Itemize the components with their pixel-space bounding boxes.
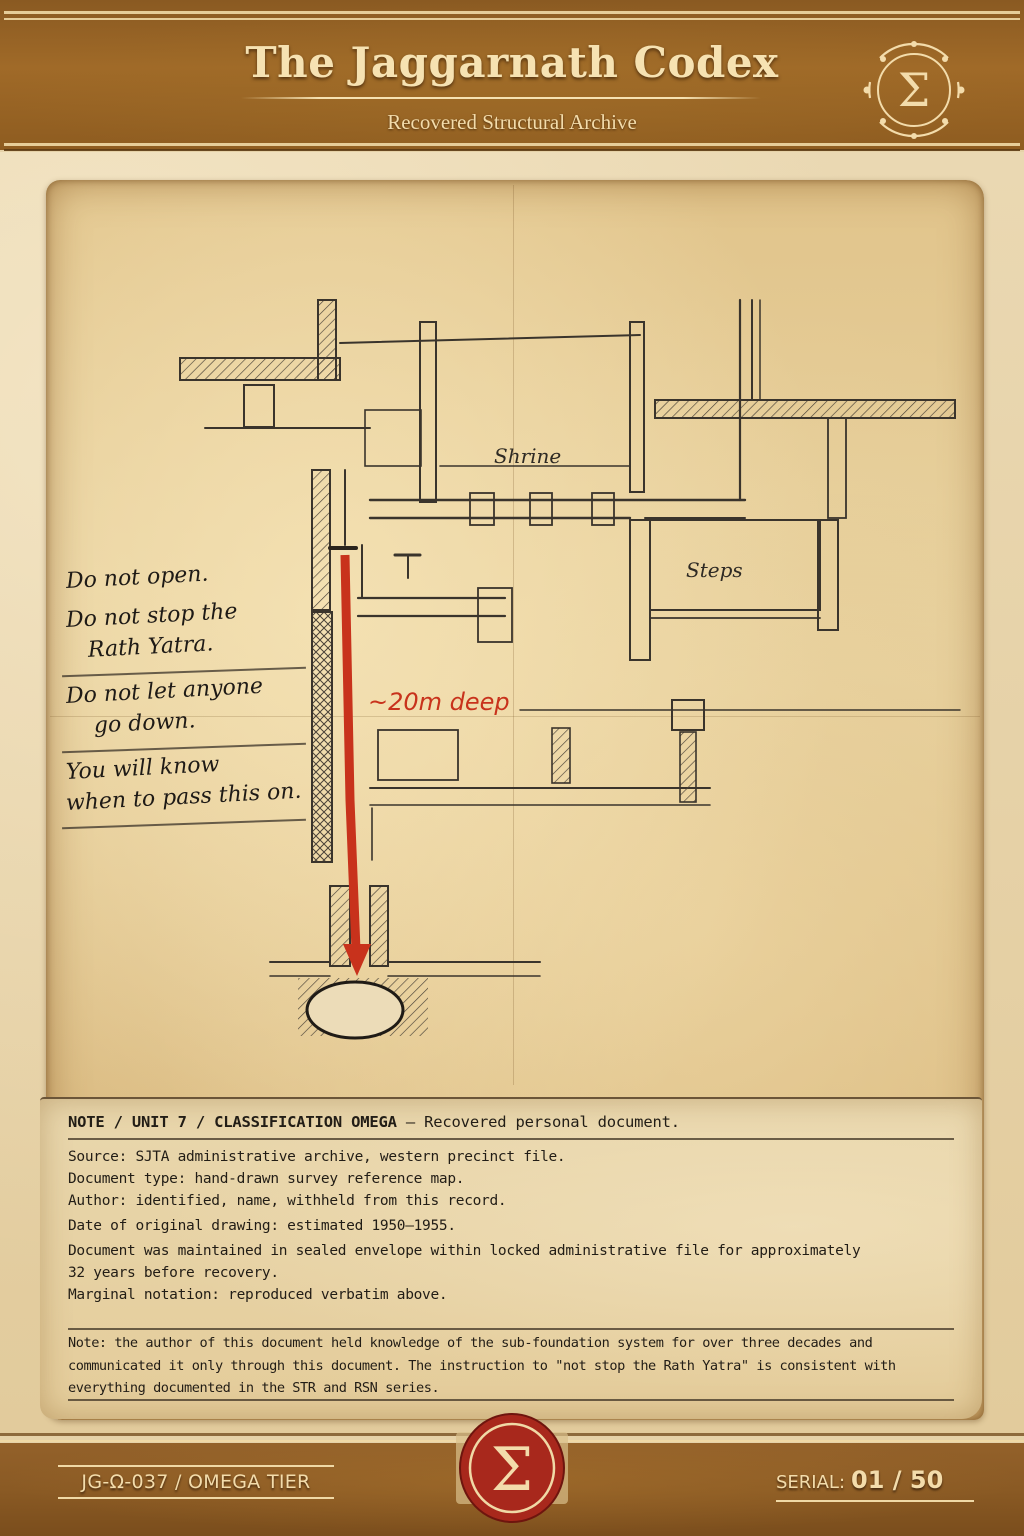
document-code: JG-Ω-037 / OMEGA TIER	[58, 1465, 334, 1499]
record-field-author: Author: identified, name, withheld from …	[68, 1193, 507, 1209]
record-heading-desc: — Recovered personal document.	[405, 1113, 680, 1131]
record-panel: NOTE / UNIT 7 / CLASSIFICATION OMEGA — R…	[40, 1097, 982, 1419]
sigma-seal-icon: Σ	[456, 1413, 568, 1523]
floor-plan-lines	[179, 298, 961, 1040]
room-label-steps: Steps	[686, 558, 743, 582]
page-title: The Jaggarnath Codex	[245, 38, 779, 87]
record-note: Note: the author of this document held k…	[68, 1335, 896, 1396]
oval-chamber	[305, 980, 405, 1040]
fold-crease	[50, 716, 980, 717]
serial-label: SERIAL:	[776, 1472, 846, 1493]
note-underline	[62, 818, 306, 830]
record-divider	[68, 1138, 954, 1140]
header-rule	[4, 18, 1020, 20]
header-band: The Jaggarnath Codex Recovered Structura…	[0, 0, 1024, 151]
header-rule	[4, 149, 1020, 151]
title-divider	[241, 97, 761, 99]
svg-text:Σ: Σ	[491, 1435, 533, 1505]
svg-text:Σ: Σ	[898, 63, 931, 117]
record-divider	[68, 1328, 954, 1330]
record-fields: Source: SJTA administrative archive, wes…	[68, 1146, 954, 1306]
record-field-custody: Document was maintained in sealed envelo…	[68, 1243, 861, 1259]
depth-arrow-head	[343, 944, 371, 976]
record-field-source: Source: SJTA administrative archive, wes…	[68, 1149, 566, 1165]
serial-value: 01 / 50	[851, 1466, 944, 1494]
serial-number: SERIAL:01 / 50	[776, 1466, 974, 1502]
handwritten-margin-notes: Do not open. Do not stop the Rath Yatra.…	[62, 562, 306, 833]
record-field-custody-cont: 32 years before recovery.	[68, 1265, 279, 1281]
record-field-marginal: Marginal notation: reproduced verbatim a…	[68, 1287, 448, 1303]
record-heading: NOTE / UNIT 7 / CLASSIFICATION OMEGA — R…	[68, 1113, 680, 1131]
depth-arrow-shaft	[340, 554, 361, 951]
sigma-emblem-icon: Σ	[863, 41, 965, 139]
fold-crease	[513, 185, 514, 1085]
record-divider	[68, 1399, 954, 1401]
record-field-date: Date of original drawing: estimated 1950…	[68, 1218, 456, 1234]
page-subtitle: Recovered Structural Archive	[387, 110, 637, 134]
record-classification: NOTE / UNIT 7 / CLASSIFICATION OMEGA	[68, 1113, 397, 1131]
record-field-type: Document type: hand-drawn survey referen…	[68, 1171, 465, 1187]
depth-annotation: ~20m deep	[368, 688, 510, 716]
header-rule	[4, 11, 1020, 14]
room-label-shrine: Shrine	[494, 444, 562, 468]
floor-plan-sketch: Shrine Steps ~20m deep	[179, 298, 961, 1040]
header-rule	[4, 143, 1020, 146]
